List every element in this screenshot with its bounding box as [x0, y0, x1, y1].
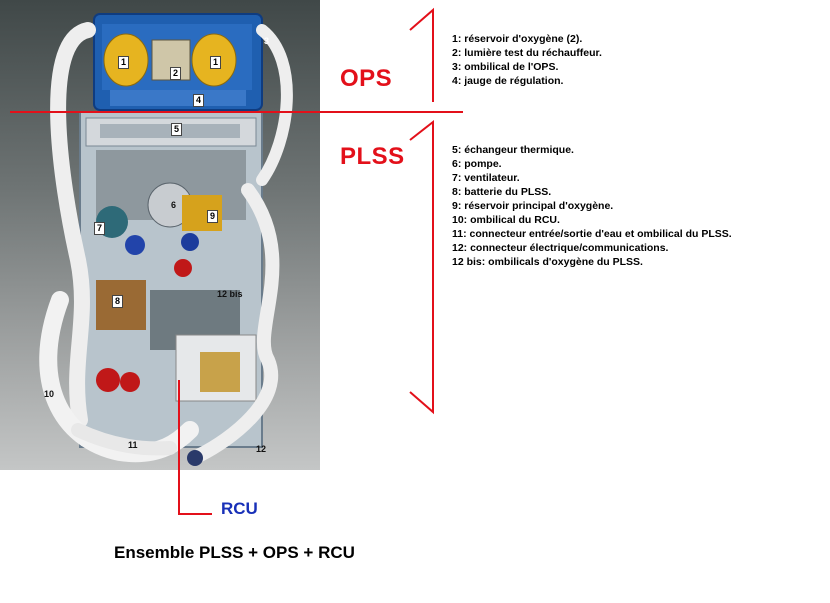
callout-4: 4: [193, 94, 205, 107]
callout-1-left: 1: [118, 56, 130, 69]
plss-legend-item: 10: ombilical du RCU.: [452, 214, 560, 226]
backpack-illustration: [39, 13, 293, 466]
plss-legend-item: 8: batterie du PLSS.: [452, 186, 552, 198]
callout-11: 11: [128, 440, 138, 450]
plss-legend-item: 7: ventilateur.: [452, 172, 520, 184]
plss-legend: 5: échangeur thermique. 6: pompe. 7: ven…: [452, 143, 732, 269]
plss-bracket: [409, 119, 434, 415]
plss-legend-item: 6: pompe.: [452, 158, 502, 170]
callout-1-right: 1: [210, 56, 222, 69]
plss-legend-item: 11: connecteur entrée/sortie d'eau et om…: [452, 228, 732, 240]
plss-legend-item: 9: réservoir principal d'oxygène.: [452, 200, 614, 212]
callout-6: 6: [171, 200, 177, 210]
callout-12-bis: 12 bis: [217, 289, 243, 299]
ops-label: OPS: [340, 65, 393, 92]
backpack-photo: 1 2 1 3 4 5 6 7 9 8 12 bis 10 11 12: [0, 0, 320, 470]
callout-3: 3: [264, 36, 270, 46]
ops-legend-item: 1: réservoir d'oxygène (2).: [452, 33, 583, 45]
callout-12: 12: [256, 444, 267, 454]
callout-10: 10: [44, 389, 55, 399]
ops-legend: 1: réservoir d'oxygène (2). 2: lumière t…: [452, 32, 602, 88]
callout-5: 5: [171, 123, 183, 136]
ops-legend-item: 3: ombilical de l'OPS.: [452, 61, 559, 73]
ops-legend-item: 4: jauge de régulation.: [452, 75, 564, 87]
plss-legend-item: 12: connecteur électrique/communications…: [452, 242, 669, 254]
callout-2: 2: [170, 67, 182, 80]
plss-legend-item: 5: échangeur thermique.: [452, 144, 574, 156]
ops-legend-item: 2: lumière test du réchauffeur.: [452, 47, 602, 59]
plss-label: PLSS: [340, 143, 405, 170]
callout-8: 8: [112, 295, 124, 308]
ops-bracket: [409, 7, 434, 102]
callout-7: 7: [94, 222, 106, 235]
plss-legend-item: 12 bis: ombilicals d'oxygène du PLSS.: [452, 256, 643, 268]
rcu-label: RCU: [221, 499, 258, 518]
callout-9: 9: [207, 210, 219, 223]
figure-caption: Ensemble PLSS + OPS + RCU: [114, 543, 355, 562]
